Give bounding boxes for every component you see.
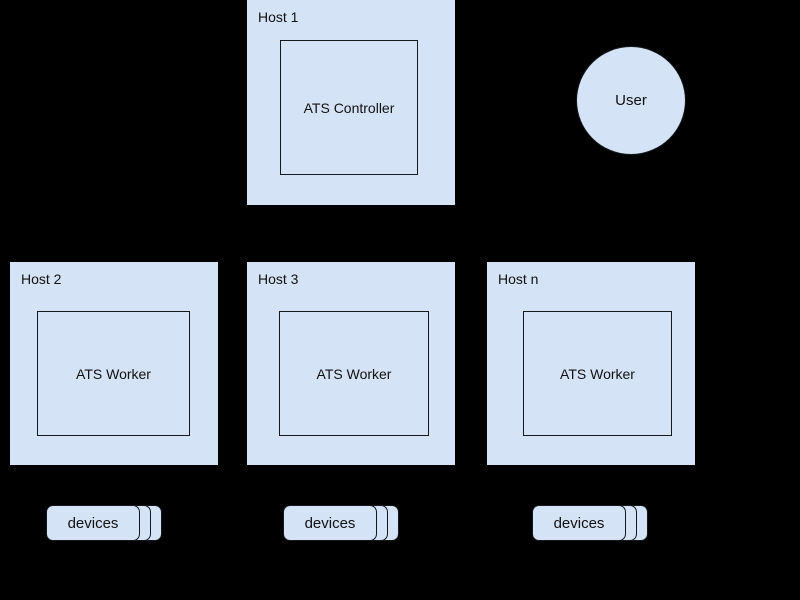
device-label-host-2: devices [67,514,119,532]
host-box-host-3[interactable]: Host 3 ATS Worker [247,262,455,465]
host-label-host-2: Host 2 [21,271,62,287]
service-box-ats-worker-host-2[interactable]: ATS Worker [37,311,190,436]
service-label-ats-worker-host-2: ATS Worker [76,365,151,382]
service-box-ats-worker-host-n[interactable]: ATS Worker [523,311,672,436]
service-box-ats-worker-host-3[interactable]: ATS Worker [279,311,429,436]
host-label-host-1: Host 1 [258,9,299,25]
host-label-host-3: Host 3 [258,271,299,287]
actor-label-user: User [615,92,647,109]
device-stack-host-2[interactable]: devices [46,505,170,541]
device-stack-host-3[interactable]: devices [283,505,407,541]
host-label-host-n: Host n [498,271,539,287]
device-label-host-3: devices [304,514,356,532]
service-label-ats-worker-host-3: ATS Worker [316,365,392,382]
host-box-host-2[interactable]: Host 2 ATS Worker [10,262,218,465]
device-card-front[interactable]: devices [46,505,140,541]
device-card-front[interactable]: devices [532,505,626,541]
device-card-front[interactable]: devices [283,505,377,541]
actor-user[interactable]: User [576,46,686,155]
host-box-host-n[interactable]: Host n ATS Worker [487,262,695,465]
service-label-ats-worker-host-n: ATS Worker [560,365,635,382]
service-label-ats-controller: ATS Controller [303,99,395,116]
device-label-host-n: devices [553,514,605,532]
host-box-host-1[interactable]: Host 1 ATS Controller [247,0,455,205]
device-stack-host-n[interactable]: devices [532,505,656,541]
service-box-ats-controller[interactable]: ATS Controller [280,40,418,175]
